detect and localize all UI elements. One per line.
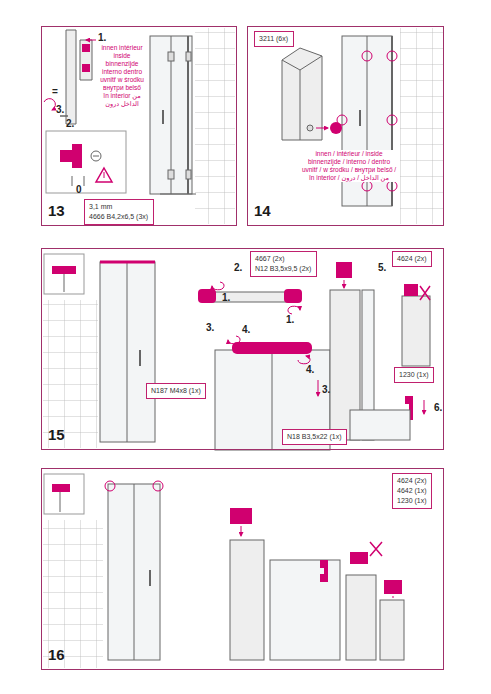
step-callout: 4. [306,364,314,375]
part-code: 1230 (1x) [397,496,427,506]
part-code: 4624 (2x) [397,254,427,264]
step-number: 16 [48,646,65,663]
step-callout: 1. [98,32,106,43]
step-callout: 1. [286,314,294,325]
parts-box: 4624 (2x) [392,251,432,267]
part-code: 4624 (2x) [397,476,427,486]
parts-box: 3,1 mm4666 B4,2x6,5 (3x) [84,199,154,225]
step-callout: 2. [234,262,242,273]
part-code: 4642 (1x) [397,486,427,496]
inside-note: innen / intérieur / inside binnenzijde /… [300,150,398,182]
step-number: 14 [254,202,271,219]
part-code: 4667 (2x) [255,254,312,264]
step-number: 13 [48,202,65,219]
parts-box: 1230 (1x) [394,367,434,383]
part-code: 4666 B4,2x6,5 (3x) [89,212,149,222]
step-callout: 4. [242,324,250,335]
part-code: N18 B3,5x22 (1x) [287,432,342,442]
step-callout: 2. [66,118,74,129]
step-callout: 3. [56,104,64,115]
parts-box: N187 M4x8 (1x) [146,383,206,399]
step-panel: 15 4667 (2x)N12 B3,5x9,5 (2x) 4624 (2x) N18… [41,248,444,450]
parts-box: 3211 (6x) [254,31,294,47]
step-callout: 6. [434,402,442,413]
parts-box: 4667 (2x)N12 B3,5x9,5 (2x) [250,251,317,277]
part-code: 3211 (6x) [259,34,289,44]
parts-box: 4624 (2x)4642 (1x)1230 (1x) [392,473,432,509]
part-code: N12 B3,5x9,5 (2x) [255,264,312,274]
inside-note: innen intérieur inside binnenzijde inter… [100,44,144,108]
part-code: N187 M4x8 (1x) [151,386,201,396]
step-callout: 3. [206,322,214,333]
step-callout: 0 [76,184,82,195]
part-code: 1230 (1x) [399,370,429,380]
step-callout: 5. [378,262,386,273]
step-panel: 14 3211 (6x) [247,26,444,226]
part-code: 3,1 mm [89,202,149,212]
step-callout: 1. [222,292,230,303]
step-panel: 16 4624 (2x)4642 (1x)1230 (1x) [41,468,444,670]
step-callout: 3. [322,384,330,395]
step-callout: = [52,86,58,97]
step-number: 15 [48,426,65,443]
parts-box: N18 B3,5x22 (1x) [282,429,347,445]
